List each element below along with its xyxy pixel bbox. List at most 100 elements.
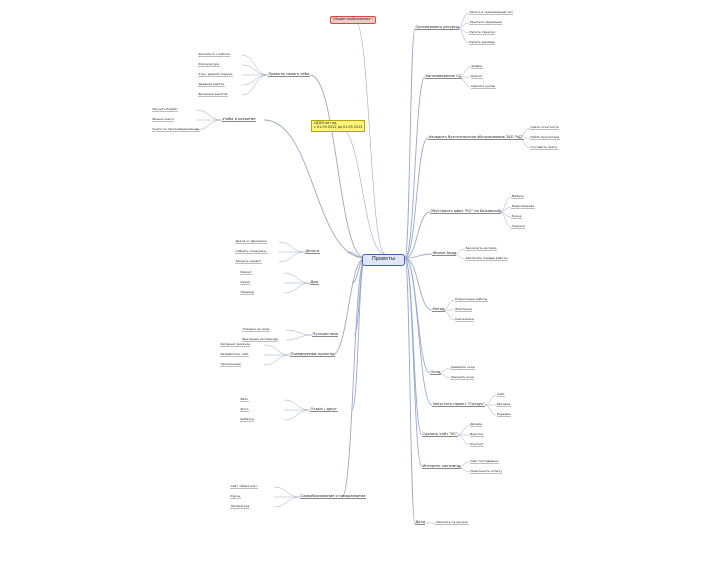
branch-house[interactable]: Дом (310, 280, 319, 286)
branch-health-item[interactable]: Фото (240, 407, 250, 413)
branch-purchases-item[interactable]: Литература (230, 504, 250, 510)
branch-house-item[interactable]: Переезд (240, 290, 255, 296)
branch-windows-item[interactable]: Заказать окна (450, 375, 475, 381)
branch-org-item[interactable]: Заняться здоровьем (469, 20, 503, 26)
branch-site-item[interactable]: Контент (469, 442, 484, 448)
center-node[interactable]: Проекты (362, 254, 405, 266)
branch-internet-item[interactable]: Сайт поставщика (469, 459, 499, 465)
branch-money-item[interactable]: Закрыть кредит (235, 259, 262, 265)
link-line (457, 461, 470, 468)
branch-k1-item[interactable]: Ремонт (470, 74, 484, 80)
branch-site[interactable]: Сделать сайт "КС" (422, 432, 459, 438)
branch-money-item[interactable]: Доход от фриланса (235, 239, 267, 245)
branch-office-item[interactable]: Техника (511, 224, 526, 230)
branch-k1-item[interactable]: Сделать кухню (470, 84, 496, 90)
branch-study-item[interactable]: Изучить English (152, 107, 178, 113)
goal-note[interactable]: ЦЕЛИ на год с 01.09.2012 до 01.09.2013 (311, 120, 366, 132)
branch-kids[interactable]: Дети (415, 520, 426, 526)
branch-metro-item[interactable]: Электрика (454, 307, 473, 313)
link-line (195, 119, 223, 131)
branch-house-item[interactable]: Ремонт (240, 270, 253, 276)
branch-org-item[interactable]: Купить тарелки (469, 30, 496, 36)
link-line (273, 486, 301, 498)
branch-purchases[interactable]: Самообразование и саморазвитие (300, 494, 367, 500)
branch-cars[interactable]: Путешествия (312, 332, 339, 338)
branch-buh-item[interactable]: Сдать отчетность (530, 125, 560, 131)
branch-metro-item[interactable]: Отделочные работы (454, 297, 488, 303)
branch-site-item[interactable]: Верстка (469, 432, 484, 438)
branch-health[interactable]: Отдых / досуг (310, 407, 338, 413)
branch-k1[interactable]: Кинозаведение СС (425, 74, 462, 80)
branch-study[interactable]: Учеба и развитие (222, 117, 257, 123)
branch-self-item[interactable]: Утро, ранний подъем (198, 72, 233, 78)
link-line (339, 127, 386, 255)
branch-health-item[interactable]: Рыбалка (240, 417, 255, 423)
branch-internet[interactable]: Интернет-магазины (422, 464, 462, 470)
link-line (456, 27, 470, 44)
branch-self[interactable]: Проекты самого себя (268, 72, 310, 78)
link-line (263, 119, 366, 259)
link-line (263, 344, 291, 356)
branch-launch-item[interactable]: Сайт (496, 392, 506, 398)
branch-cars-item[interactable]: Выходные на природе (242, 337, 279, 343)
branch-money[interactable]: Деньги (305, 249, 320, 255)
link-line (351, 257, 366, 411)
branch-self-item[interactable]: Вечерние занятия (198, 92, 228, 98)
link-line (404, 257, 416, 524)
branch-windows-item[interactable]: Замерить окна (450, 365, 476, 371)
branch-site-item[interactable]: Дизайн (469, 422, 483, 428)
branch-metro[interactable]: Метро (432, 307, 445, 313)
branch-org-item[interactable]: Купить ресивер (469, 40, 496, 46)
branch-buh[interactable]: Наладить бухгалтерское обслуживание ЗАО … (428, 135, 524, 141)
link-line (283, 272, 311, 284)
branch-cars-item[interactable]: Поездка на море (242, 327, 270, 333)
branch-launch-item[interactable]: Реклама (496, 402, 511, 408)
branch-self-item[interactable]: Уволиться с работы (198, 52, 231, 58)
link-line (241, 64, 269, 76)
branch-housing-item[interactable]: Заключить договор (465, 246, 498, 252)
branch-office-item[interactable]: Мебель (511, 194, 525, 200)
branch-planned-item[interactable]: Разработать сайт (220, 352, 249, 358)
branch-housing-item[interactable]: Заплатить первые работы (465, 256, 508, 262)
branch-purchases-item[interactable]: Сайт «Меня нет» (230, 484, 258, 490)
general-ideas-node[interactable]: Общие соображения ! (330, 16, 376, 24)
link-line (331, 257, 366, 356)
branch-planned-item[interactable]: Интернет-магазин (220, 342, 251, 348)
branch-buh-item[interactable]: Найти бухгалтера (530, 135, 560, 141)
link-line (283, 399, 311, 411)
branch-office-item[interactable]: Переговорная (511, 204, 535, 210)
branch-self-item[interactable]: Физкультура (198, 62, 220, 68)
branch-internet-item[interactable]: Подключить оплату (469, 469, 503, 475)
branch-planned[interactable]: Планируемые проекты (290, 352, 335, 358)
branch-office-item[interactable]: Кухня (511, 214, 522, 220)
branch-purchases-item[interactable]: Курсы (230, 494, 241, 500)
branch-planned-item[interactable]: Приложение (220, 362, 242, 368)
branch-org-item[interactable]: Запись в тренажерный зал (469, 10, 514, 16)
branch-office[interactable]: Обустроить офис "КС" на Бажовской (430, 209, 502, 215)
link-line (354, 19, 386, 255)
branch-house-item[interactable]: Кухня (240, 280, 251, 286)
link-line (458, 76, 471, 88)
branch-launch-item[interactable]: Курьеры (496, 412, 512, 418)
branch-money-item[interactable]: Собрать «подушку» (235, 249, 268, 255)
branch-metro-item[interactable]: Сантехника (454, 317, 475, 323)
branch-health-item[interactable]: Вело (240, 397, 249, 403)
link-line (457, 434, 470, 446)
branch-self-item[interactable]: Дневная работа (198, 82, 225, 88)
branch-org[interactable]: Организовать ресурсы (415, 25, 460, 31)
link-line (241, 54, 269, 76)
branch-kids-item[interactable]: Записать на кружок (435, 520, 469, 526)
branch-k1-item[interactable]: Заявки (470, 64, 483, 70)
branch-study-item[interactable]: Бизнес-книги (152, 117, 175, 123)
branch-buh-item[interactable]: Составить смету (530, 145, 558, 151)
branch-housing[interactable]: Жилье Акум (432, 251, 457, 257)
branch-launch[interactable]: Запустить проект "Сундук" (432, 402, 486, 408)
link-line (285, 334, 313, 341)
link-line (484, 404, 497, 416)
link-line (499, 211, 512, 228)
branch-study-item[interactable]: Книги по программированию (152, 127, 200, 133)
link-line (195, 109, 223, 121)
branch-windows[interactable]: Окна (430, 370, 441, 376)
